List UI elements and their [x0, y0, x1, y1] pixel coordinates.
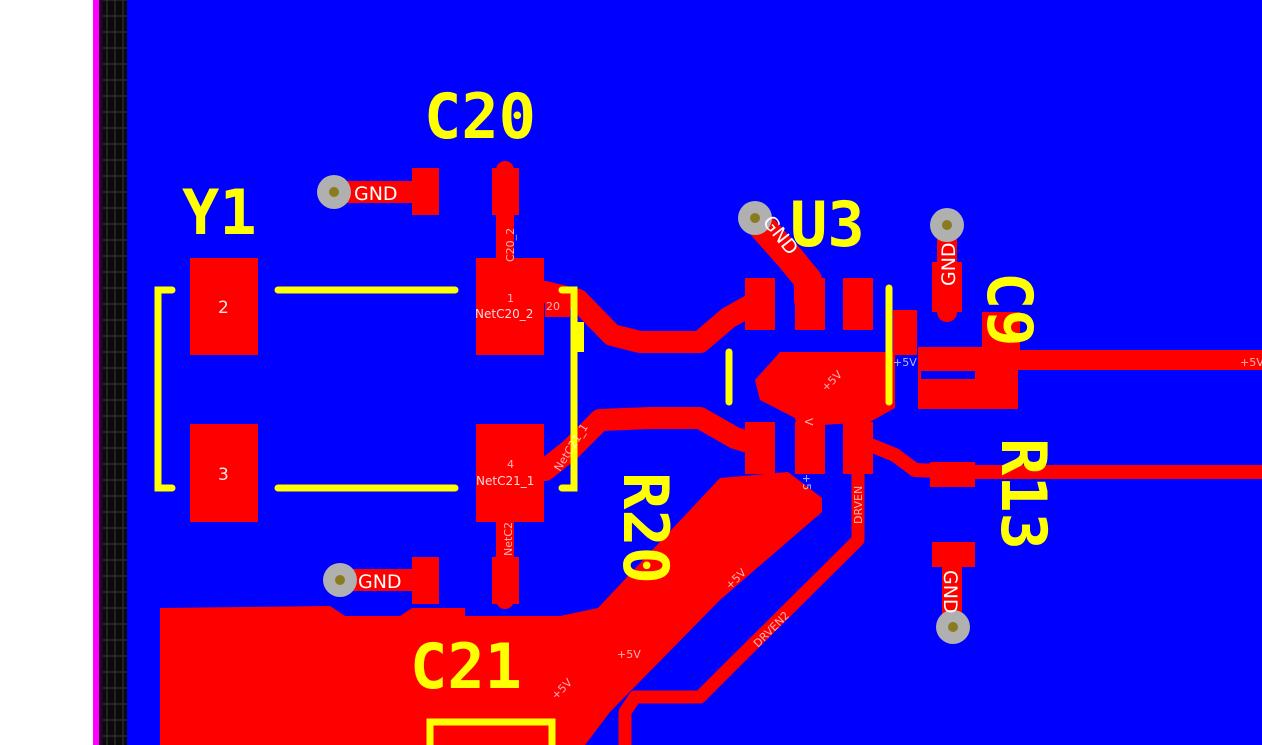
pad-c20-gnd: [412, 168, 439, 215]
net-label-gnd-c21: GND: [358, 571, 402, 593]
pad-u3-6: [843, 422, 873, 474]
designator-r20: R20: [609, 472, 682, 584]
net-label-netc21-1: NetC21_1: [476, 474, 534, 488]
pad-label-c21-4: 4: [507, 458, 514, 471]
via-gnd-c9: [930, 208, 964, 242]
net-label-c20-short: 20: [546, 300, 560, 313]
pad-c21-4: [476, 424, 544, 522]
off-board-area: [0, 0, 93, 745]
pad-c21-bottom: [492, 557, 519, 604]
silk-y1-right: [558, 286, 578, 492]
copper-c9-pad[interactable]: [982, 312, 1020, 350]
pad-c21-gnd: [412, 557, 439, 604]
designator-c20: C20: [424, 80, 536, 153]
designator-u3: U3: [790, 188, 865, 261]
silkscreen-outlines: [154, 284, 893, 745]
net-label-gnd-c20: GND: [354, 183, 398, 205]
net-label-netc2: NetC2: [502, 522, 515, 556]
c9-cutout: [921, 371, 975, 379]
pad-label-c20-1: 1: [507, 292, 514, 305]
pad-r13-1: [930, 462, 975, 487]
via-gnd-r13: [936, 610, 970, 644]
pad-c20-1: [476, 258, 544, 355]
designator-c21: C21: [410, 630, 522, 703]
copper-pour-5v[interactable]: [160, 472, 822, 745]
via-gnd-u3: [738, 201, 772, 235]
pad-u3-3: [843, 278, 873, 330]
copper-pads[interactable]: [190, 168, 975, 604]
pad-y1-3: [190, 424, 258, 522]
via-gnd-c21: [323, 563, 357, 597]
net-label-5-u3: +5: [800, 474, 813, 490]
pad-c20-top: [492, 168, 519, 215]
designator-r13: R13: [987, 438, 1060, 550]
net-label-drven: DRVEN: [852, 486, 865, 524]
net-label-gnd-c9: GND: [938, 242, 960, 286]
copper-u3-centre[interactable]: [755, 352, 895, 432]
designator-y1: Y1: [182, 176, 257, 249]
vias[interactable]: [317, 175, 970, 644]
silk-c21-body: [426, 718, 556, 745]
board-edge-strip: [93, 0, 127, 745]
net-label-gnd-r13: GND: [939, 570, 961, 614]
net-label-5v-c9: +5V: [893, 356, 917, 369]
net-label-5v-pour-2: +5V: [617, 648, 641, 661]
pad-y1-2: [190, 258, 258, 355]
silk-y1-left: [154, 286, 176, 492]
pad-r13-2: [932, 542, 975, 567]
pad-u3-1: [745, 278, 775, 330]
net-label-5v-right: +5V: [1240, 356, 1262, 369]
pad-u3-2: [795, 278, 825, 330]
net-label-c20-2: C20_2: [504, 228, 517, 262]
pad-c9-gnd: [932, 262, 962, 312]
via-gnd-c20: [317, 175, 351, 209]
silk-y1-notch: [574, 322, 584, 352]
net-label-netc20-2: NetC20_2: [475, 307, 533, 321]
pad-u3-5: [795, 422, 825, 474]
pad-label-y1-2: 2: [218, 298, 229, 318]
pad-label-y1-3: 3: [218, 465, 229, 485]
pad-u3-4: [745, 422, 775, 474]
trace-5v-right[interactable]: [1018, 350, 1262, 370]
designator-c9: C9: [973, 272, 1046, 347]
pad-c20-net: [545, 292, 570, 317]
designators: C20 Y1 U3 C21 C9 R20 R13: [182, 80, 1060, 703]
copper-u3-pin-stub[interactable]: [893, 310, 917, 355]
net-label-v-u3: V: [802, 418, 815, 426]
